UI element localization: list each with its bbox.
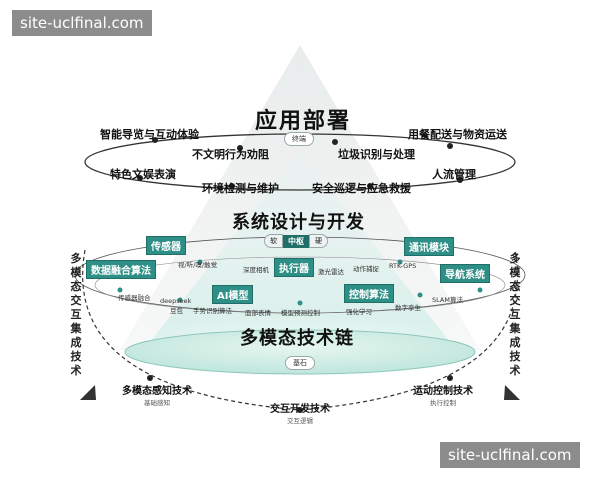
bottom-item-title: 运动控制技术 xyxy=(413,386,473,397)
watermark-top: site-uclfinal.com xyxy=(12,10,152,36)
bottom-item-perception: 多模态感知技术 基础感知 xyxy=(112,382,202,407)
side-label-right: 多模态交互集成技术 xyxy=(509,252,521,377)
tag-actuator: 执行器 xyxy=(274,258,314,277)
middle-layer-title: 系统设计与开发 xyxy=(232,212,365,233)
top-item-1: 智能导览与互动体验 xyxy=(100,128,199,141)
label-motion-capture: 动作捕捉 xyxy=(353,265,379,273)
bottom-layer-title: 多模态技术链 xyxy=(240,328,354,349)
bottom-item-sub: 执行控制 xyxy=(430,399,456,407)
segment-soft: 软 xyxy=(264,234,283,248)
middle-segment: 软 中枢 硬 xyxy=(264,234,328,248)
top-layer-title: 应用部署 xyxy=(255,109,352,134)
label-facial: 面部表情 xyxy=(245,309,271,317)
label-rtk-gps: RTK-GPS xyxy=(389,262,417,270)
top-item-8: 人流管理 xyxy=(432,168,476,181)
bottom-layer-badge: 基石 xyxy=(285,356,315,370)
bottom-item-interaction: 交互开发技术 交互逻辑 xyxy=(255,400,345,425)
label-mpc: 模型预测控制 xyxy=(281,309,320,317)
middle-ring-inner xyxy=(94,256,506,314)
label-digital-twin: 数字孪生 xyxy=(395,304,421,312)
tag-navigation: 导航系统 xyxy=(440,264,490,283)
top-layer-badge: 终端 xyxy=(284,132,314,146)
top-item-2: 不文明行为劝阻 xyxy=(192,148,269,161)
label-senses: 视/听/嗅/触觉 xyxy=(178,261,218,269)
label-sensor-fusion: 传感器融合 xyxy=(118,294,151,302)
tag-sensor: 传感器 xyxy=(146,236,186,255)
outer-arc xyxy=(82,249,518,411)
label-lidar: 激光雷达 xyxy=(318,268,344,276)
bottom-item-title: 多模态感知技术 xyxy=(122,386,192,397)
tag-comm-module: 通讯模块 xyxy=(404,237,454,256)
label-rl: 强化学习 xyxy=(346,308,372,316)
base-disc xyxy=(124,329,476,375)
top-item-3: 垃圾识别与处理 xyxy=(338,148,415,161)
label-doubao: 豆包 xyxy=(170,307,183,315)
tag-control-algorithm: 控制算法 xyxy=(344,284,394,303)
watermark-bottom: site-uclfinal.com xyxy=(440,442,580,468)
bottom-item-motion: 运动控制技术 执行控制 xyxy=(398,382,488,407)
tag-data-fusion: 数据融合算法 xyxy=(86,260,156,279)
label-depth-camera: 深度相机 xyxy=(243,266,269,274)
bottom-item-sub: 基础感知 xyxy=(144,399,170,407)
side-label-left: 多模态交互集成技术 xyxy=(70,252,82,377)
tag-ai-model: AI模型 xyxy=(212,285,254,304)
top-item-6: 环境检测与维护 xyxy=(202,182,279,195)
top-item-4: 用餐配送与物资运送 xyxy=(408,128,507,141)
segment-hard: 硬 xyxy=(309,234,328,248)
label-slam: SLAM算法 xyxy=(432,296,463,304)
label-deepseek: deepseek xyxy=(160,297,192,305)
bottom-item-title: 交互开发技术 xyxy=(270,404,330,415)
label-gesture: 手势识别算法 xyxy=(193,307,232,315)
top-item-7: 安全巡逻与应急救援 xyxy=(312,182,411,195)
segment-hub: 中枢 xyxy=(283,234,309,248)
top-item-5: 特色文娱表演 xyxy=(110,168,176,181)
bottom-item-sub: 交互逻辑 xyxy=(287,417,313,425)
